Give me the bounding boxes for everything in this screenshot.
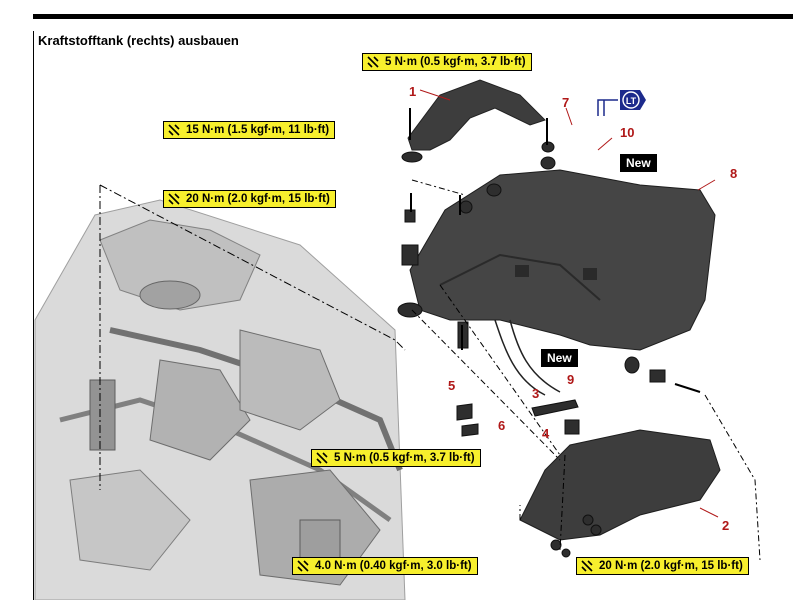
- torque-spec-label: 15 N·m (1.5 kgf·m, 11 lb·ft): [163, 121, 336, 139]
- torque-spec-label: 4.0 N·m (0.40 kgf·m, 3.0 lb·ft): [292, 557, 478, 575]
- torque-wrench-icon: [168, 193, 180, 205]
- part-callout: 9: [567, 372, 575, 387]
- part-callout: 4: [542, 426, 550, 441]
- torque-spec-label: 20 N·m (2.0 kgf·m, 15 lb·ft): [576, 557, 749, 575]
- torque-wrench-icon: [367, 56, 379, 68]
- part-callout: 7: [562, 95, 570, 110]
- part-8-fuel-tank: [409, 169, 716, 351]
- part-callout: 10: [620, 125, 635, 140]
- motorcycle-frame-view: [34, 199, 406, 600]
- torque-spec-label: 20 N·m (2.0 kgf·m, 15 lb·ft): [163, 190, 336, 208]
- part-callout: 1: [409, 84, 417, 99]
- frame-left-rule: [33, 31, 34, 600]
- locktite-icon: LT: [620, 90, 646, 110]
- torque-value: 20 N·m (2.0 kgf·m, 15 lb·ft): [186, 193, 330, 205]
- torque-value: 15 N·m (1.5 kgf·m, 11 lb·ft): [186, 124, 330, 136]
- torque-spec-label: 5 N·m (0.5 kgf·m, 3.7 lb·ft): [311, 449, 481, 467]
- torque-wrench-icon: [581, 560, 593, 572]
- part-callout: 8: [730, 166, 738, 181]
- torque-wrench-icon: [316, 452, 328, 464]
- part-callout: 6: [498, 418, 506, 433]
- new-part-tag: New: [541, 349, 578, 367]
- part-2-cover: [519, 429, 721, 541]
- page-title: Kraftstofftank (rechts) ausbauen: [38, 33, 239, 48]
- torque-value: 5 N·m (0.5 kgf·m, 3.7 lb·ft): [334, 452, 475, 464]
- part-1-cover: [407, 79, 546, 151]
- locktite-leader: [597, 99, 618, 116]
- torque-value: 4.0 N·m (0.40 kgf·m, 3.0 lb·ft): [315, 560, 472, 572]
- part-callout: 5: [448, 378, 456, 393]
- torque-value: 5 N·m (0.5 kgf·m, 3.7 lb·ft): [385, 56, 526, 68]
- locktite-label: LT: [626, 96, 637, 106]
- torque-spec-label: 5 N·m (0.5 kgf·m, 3.7 lb·ft): [362, 53, 532, 71]
- new-part-tag: New: [620, 154, 657, 172]
- part-callout: 2: [722, 518, 730, 533]
- torque-wrench-icon: [297, 560, 309, 572]
- torque-wrench-icon: [168, 124, 180, 136]
- part-callout: 3: [532, 386, 540, 401]
- header-rule: [33, 14, 793, 19]
- torque-value: 20 N·m (2.0 kgf·m, 15 lb·ft): [599, 560, 743, 572]
